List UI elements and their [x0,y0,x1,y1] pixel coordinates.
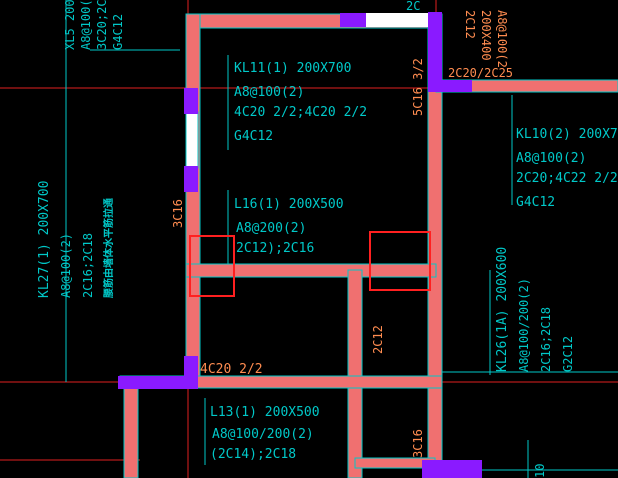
support-5c16: 5C16 3/2 [411,58,425,116]
column-bottom-left [118,376,198,389]
opening-top [366,13,430,27]
annotation-kl27: KL27(1) 200X700 A8@100(2) 2C16;2C18 腰筋由墙… [37,181,115,299]
kl26-line-3: 2C16;2C18 [539,307,553,372]
annotation-xl5: XL5 200X A8@100( 3C20;2C G4C12 [63,0,125,50]
column-bottom-right [422,460,482,478]
annotation-kl26: KL26(1A) 200X600 A8@100/200(2) 2C16;2C18… [495,247,575,372]
right-cut-label: 10 [533,464,547,478]
kl27-line-2: A8@100(2) [59,233,73,298]
column-top-right [428,12,442,92]
kl27-line-1: KL27(1) 200X700 [37,181,52,298]
l16-line-1: L16(1) 200X500 [234,197,344,212]
top-cut-label: 2C [406,0,420,13]
columns [118,12,482,478]
xl5-line-1: XL5 200X [63,0,77,50]
support-4c20: 4C20 2/2 [200,362,263,377]
highlight-box-right [369,231,431,291]
kl11-line-2: A8@100(2) [234,85,304,100]
xl5-line-4: G4C12 [111,14,125,50]
l13-line-3: (2C14);2C18 [210,447,296,462]
annotation-l13: L13(1) 200X500 A8@100/200(2) (2C14);2C18 [210,405,320,462]
highlight-boxes [189,231,431,297]
column-top-mid [340,13,366,27]
column-left-mid [184,166,198,192]
kl26-line-2: A8@100/200(2) [517,278,531,372]
kl11-line-4: G4C12 [234,129,273,144]
kl11-line-1: KL11(1) 200X700 [234,61,351,76]
beam-bottom-left [123,375,139,478]
support-3c16-bottom: 3C16 [411,429,425,458]
kl10-line-3: 2C20;4C22 2/2 [516,171,618,186]
annotation-kl10: KL10(2) 200X700 A8@100(2) 2C20;4C22 2/2 … [516,127,618,210]
support-3c16-left: 3C16 [171,199,185,228]
kl11-line-3: 4C20 2/2;4C20 2/2 [234,105,367,120]
support-2c20-2c25: 2C20/2C25 [448,66,513,80]
highlight-box-left [189,235,235,297]
beam-left-kl27 [185,13,201,385]
kl27-note: 腰筋由墙体水平筋拉通 [102,198,115,299]
opening-left [185,111,199,169]
beam-mid-vertical [347,269,363,478]
top-right-line-2: 200X400 [479,10,493,61]
l13-line-1: L13(1) 200X500 [210,405,320,420]
support-2c12: 2C12 [371,325,385,354]
annotation-top-right: 2C12 200X400 A8@100(2 [463,10,509,68]
kl10-line-1: KL10(2) 200X700 [516,127,618,142]
column-left-upper [184,88,198,114]
kl27-line-3: 2C16;2C18 [81,233,95,298]
support-labels: 2C20/2C25 5C16 3/2 3C16 4C20 2/2 2C12 3C… [171,58,513,458]
l13-line-2: A8@100/200(2) [212,427,314,442]
top-right-line-3: A8@100(2 [495,10,509,68]
l16-line-3: 2C12);2C16 [236,241,314,256]
annotation-kl11: KL11(1) 200X700 A8@100(2) 4C20 2/2;4C20 … [234,61,367,144]
kl10-line-4: G4C12 [516,195,555,210]
xl5-line-3: 3C20;2C [95,0,109,50]
xl5-line-2: A8@100( [79,0,93,50]
l16-line-2: A8@200(2) [236,221,306,236]
kl26-line-4: G2C12 [561,336,575,372]
column-top-right-h [436,80,472,92]
kl26-line-1: KL26(1A) 200X600 [495,247,510,372]
kl10-line-2: A8@100(2) [516,151,586,166]
annotation-l16: L16(1) 200X500 A8@200(2) 2C12);2C16 [234,197,344,256]
beam-l16 [185,263,437,278]
top-right-line-1: 2C12 [463,10,477,39]
